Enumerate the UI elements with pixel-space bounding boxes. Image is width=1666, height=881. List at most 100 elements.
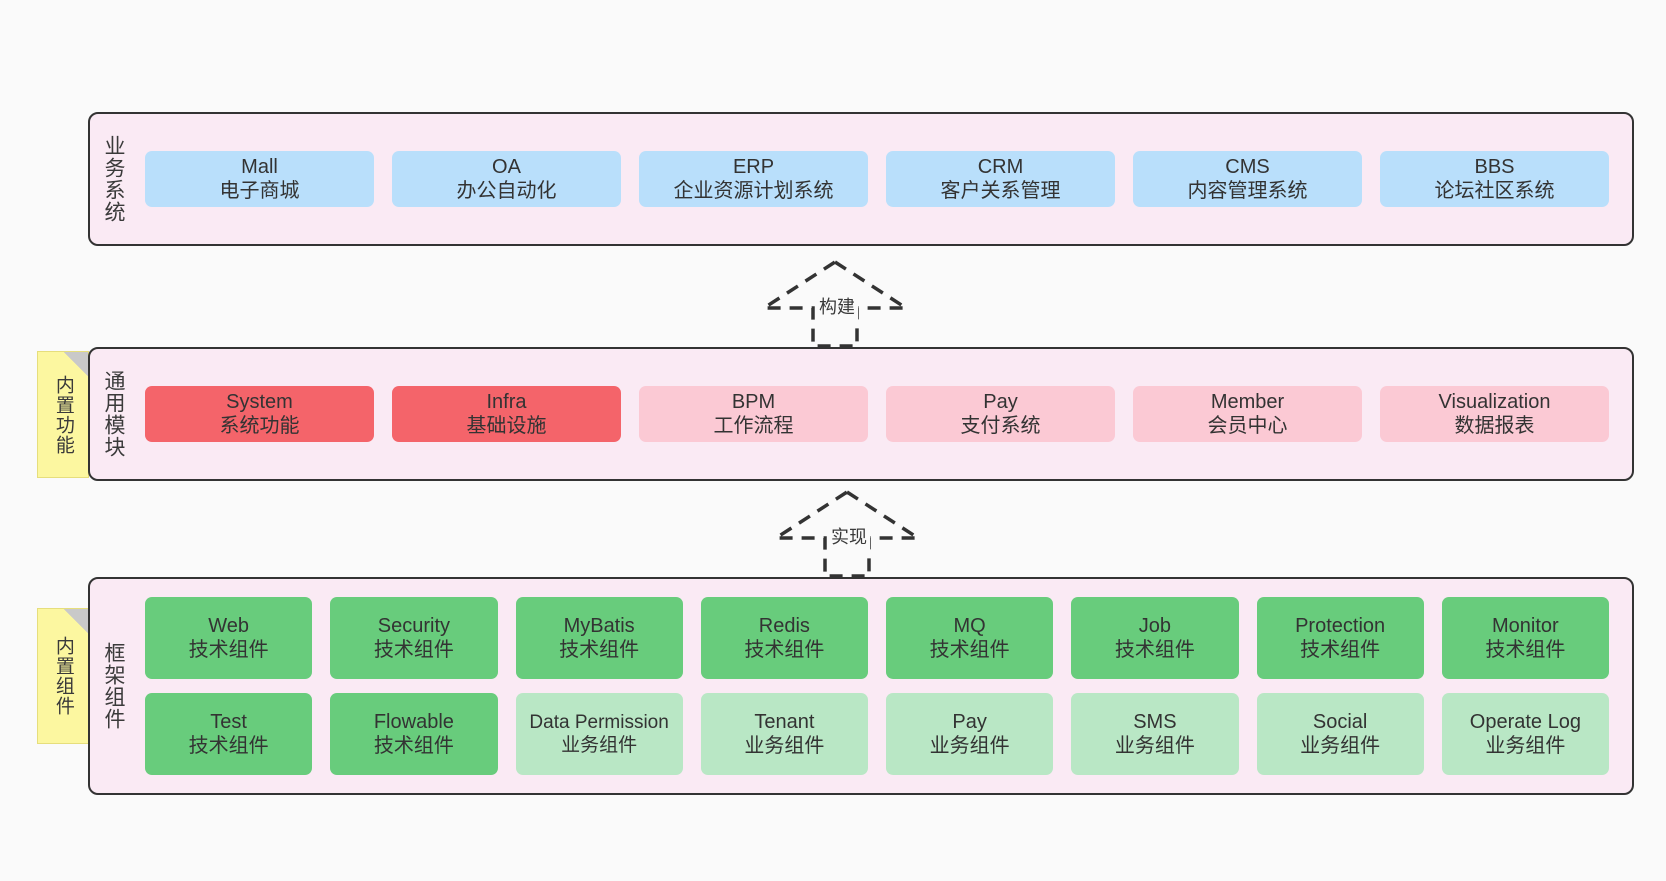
node-sms[interactable]: SMS 业务组件 bbox=[1071, 693, 1239, 775]
node-system[interactable]: System 系统功能 bbox=[145, 385, 374, 443]
node-subtitle: 业务组件 bbox=[561, 735, 638, 756]
node-monitor[interactable]: Monitor 技术组件 bbox=[1441, 597, 1609, 679]
node-flowable[interactable]: Flowable 技术组件 bbox=[330, 693, 498, 775]
framework-cell: Redis 技术组件 bbox=[692, 597, 877, 679]
node-pay-business[interactable]: Pay 业务组件 bbox=[886, 693, 1054, 775]
node-test[interactable]: Test 技术组件 bbox=[145, 693, 313, 775]
layer-business-body: Mall 电子商城 OA 办公自动化 ERP 企业资源计划系统 bbox=[136, 114, 1632, 244]
connector-implement: 实现 bbox=[762, 488, 932, 578]
node-subtitle: 企业资源计划系统 bbox=[673, 180, 834, 202]
node-title: Job bbox=[1138, 614, 1171, 637]
node-social[interactable]: Social 业务组件 bbox=[1256, 693, 1424, 775]
common-row: System 系统功能 Infra 基础设施 BPM 工作流程 bbox=[136, 385, 1618, 443]
node-title: Tenant bbox=[754, 710, 815, 733]
node-subtitle: 业务组件 bbox=[929, 735, 1010, 757]
node-title: CMS bbox=[1225, 155, 1270, 178]
business-cell: CRM 客户关系管理 bbox=[877, 150, 1124, 208]
node-title: MQ bbox=[953, 614, 986, 637]
node-subtitle: 业务组件 bbox=[1300, 735, 1381, 757]
node-title: Social bbox=[1312, 710, 1368, 733]
node-subtitle: 技术组件 bbox=[559, 639, 640, 661]
node-subtitle: 技术组件 bbox=[1485, 639, 1566, 661]
framework-cell: SMS 业务组件 bbox=[1062, 693, 1247, 775]
node-subtitle: 技术组件 bbox=[1114, 639, 1195, 661]
node-title: Web bbox=[208, 614, 249, 637]
layer-framework-label: 框架组件 bbox=[101, 642, 125, 730]
common-cell: Infra 基础设施 bbox=[383, 385, 630, 443]
node-title: Infra bbox=[486, 390, 527, 413]
note-label: 内置组件 bbox=[52, 636, 74, 716]
layer-business-label: 业务系统 bbox=[101, 135, 125, 223]
layer-business-systems: 业务系统 Mall 电子商城 OA 办公自动化 E bbox=[88, 112, 1634, 246]
framework-cell: Operate Log 业务组件 bbox=[1433, 693, 1618, 775]
node-title: Monitor bbox=[1492, 614, 1559, 637]
node-crm[interactable]: CRM 客户关系管理 bbox=[886, 150, 1115, 208]
framework-row-business: Test 技术组件 Flowable 技术组件 Data Permission … bbox=[136, 693, 1618, 775]
node-visualization[interactable]: Visualization 数据报表 bbox=[1380, 385, 1609, 443]
node-title: BPM bbox=[731, 390, 776, 413]
node-subtitle: 电子商城 bbox=[219, 180, 300, 202]
node-infra[interactable]: Infra 基础设施 bbox=[392, 385, 621, 443]
business-cell: CMS 内容管理系统 bbox=[1124, 150, 1371, 208]
node-subtitle: 论坛社区系统 bbox=[1434, 180, 1555, 202]
framework-row-technical: Web 技术组件 Security 技术组件 MyBatis 技术组件 bbox=[136, 597, 1618, 679]
common-cell: System 系统功能 bbox=[136, 385, 383, 443]
node-title: OA bbox=[492, 155, 521, 178]
node-security[interactable]: Security 技术组件 bbox=[330, 597, 498, 679]
framework-cell: Data Permission 业务组件 bbox=[507, 693, 692, 775]
node-subtitle: 技术组件 bbox=[188, 639, 269, 661]
layer-common-modules: 通用模块 System 系统功能 Infra 基础设施 bbox=[88, 347, 1634, 481]
node-subtitle: 业务组件 bbox=[1485, 735, 1566, 757]
node-subtitle: 技术组件 bbox=[188, 735, 269, 757]
node-oa[interactable]: OA 办公自动化 bbox=[392, 150, 621, 208]
node-subtitle: 技术组件 bbox=[929, 639, 1010, 661]
business-cell: Mall 电子商城 bbox=[136, 150, 383, 208]
framework-cell: MQ 技术组件 bbox=[877, 597, 1062, 679]
node-title: Operate Log bbox=[1469, 710, 1581, 733]
node-bbs[interactable]: BBS 论坛社区系统 bbox=[1380, 150, 1609, 208]
node-tenant[interactable]: Tenant 业务组件 bbox=[700, 693, 868, 775]
business-cell: BBS 论坛社区系统 bbox=[1371, 150, 1618, 208]
framework-cell: Tenant 业务组件 bbox=[692, 693, 877, 775]
node-subtitle: 技术组件 bbox=[373, 639, 454, 661]
node-protection[interactable]: Protection 技术组件 bbox=[1256, 597, 1424, 679]
node-subtitle: 业务组件 bbox=[1114, 735, 1195, 757]
node-mall[interactable]: Mall 电子商城 bbox=[145, 150, 374, 208]
node-web[interactable]: Web 技术组件 bbox=[145, 597, 313, 679]
layer-common-body: System 系统功能 Infra 基础设施 BPM 工作流程 bbox=[136, 349, 1632, 479]
node-subtitle: 技术组件 bbox=[373, 735, 454, 757]
node-erp[interactable]: ERP 企业资源计划系统 bbox=[639, 150, 868, 208]
node-title: Protection bbox=[1295, 614, 1386, 637]
node-title: MyBatis bbox=[563, 614, 635, 637]
node-redis[interactable]: Redis 技术组件 bbox=[700, 597, 868, 679]
common-cell: Member 会员中心 bbox=[1124, 385, 1371, 443]
node-subtitle: 工作流程 bbox=[713, 415, 794, 437]
node-bpm[interactable]: BPM 工作流程 bbox=[639, 385, 868, 443]
framework-cell: Social 业务组件 bbox=[1248, 693, 1433, 775]
node-member[interactable]: Member 会员中心 bbox=[1133, 385, 1362, 443]
framework-cell: Protection 技术组件 bbox=[1248, 597, 1433, 679]
node-title: ERP bbox=[732, 155, 775, 178]
node-subtitle: 数据报表 bbox=[1454, 415, 1535, 437]
node-operate-log[interactable]: Operate Log 业务组件 bbox=[1441, 693, 1609, 775]
business-row: Mall 电子商城 OA 办公自动化 ERP 企业资源计划系统 bbox=[136, 150, 1618, 208]
node-data-permission[interactable]: Data Permission 业务组件 bbox=[515, 693, 683, 775]
node-title: Mall bbox=[241, 155, 278, 178]
node-cms[interactable]: CMS 内容管理系统 bbox=[1133, 150, 1362, 208]
node-subtitle: 支付系统 bbox=[960, 415, 1041, 437]
node-title: Redis bbox=[758, 614, 810, 637]
framework-cell: Web 技术组件 bbox=[136, 597, 321, 679]
node-title: CRM bbox=[977, 155, 1024, 178]
note-builtin-functions: 内置功能 bbox=[37, 351, 89, 478]
node-pay[interactable]: Pay 支付系统 bbox=[886, 385, 1115, 443]
framework-cell: MyBatis 技术组件 bbox=[507, 597, 692, 679]
arrow-up-dashed-icon bbox=[770, 489, 924, 578]
node-subtitle: 业务组件 bbox=[744, 735, 825, 757]
node-job[interactable]: Job 技术组件 bbox=[1071, 597, 1239, 679]
node-mq[interactable]: MQ 技术组件 bbox=[886, 597, 1054, 679]
common-cell: Pay 支付系统 bbox=[877, 385, 1124, 443]
node-title: Member bbox=[1210, 390, 1285, 413]
arrow-up-dashed-icon bbox=[758, 259, 912, 348]
node-mybatis[interactable]: MyBatis 技术组件 bbox=[515, 597, 683, 679]
